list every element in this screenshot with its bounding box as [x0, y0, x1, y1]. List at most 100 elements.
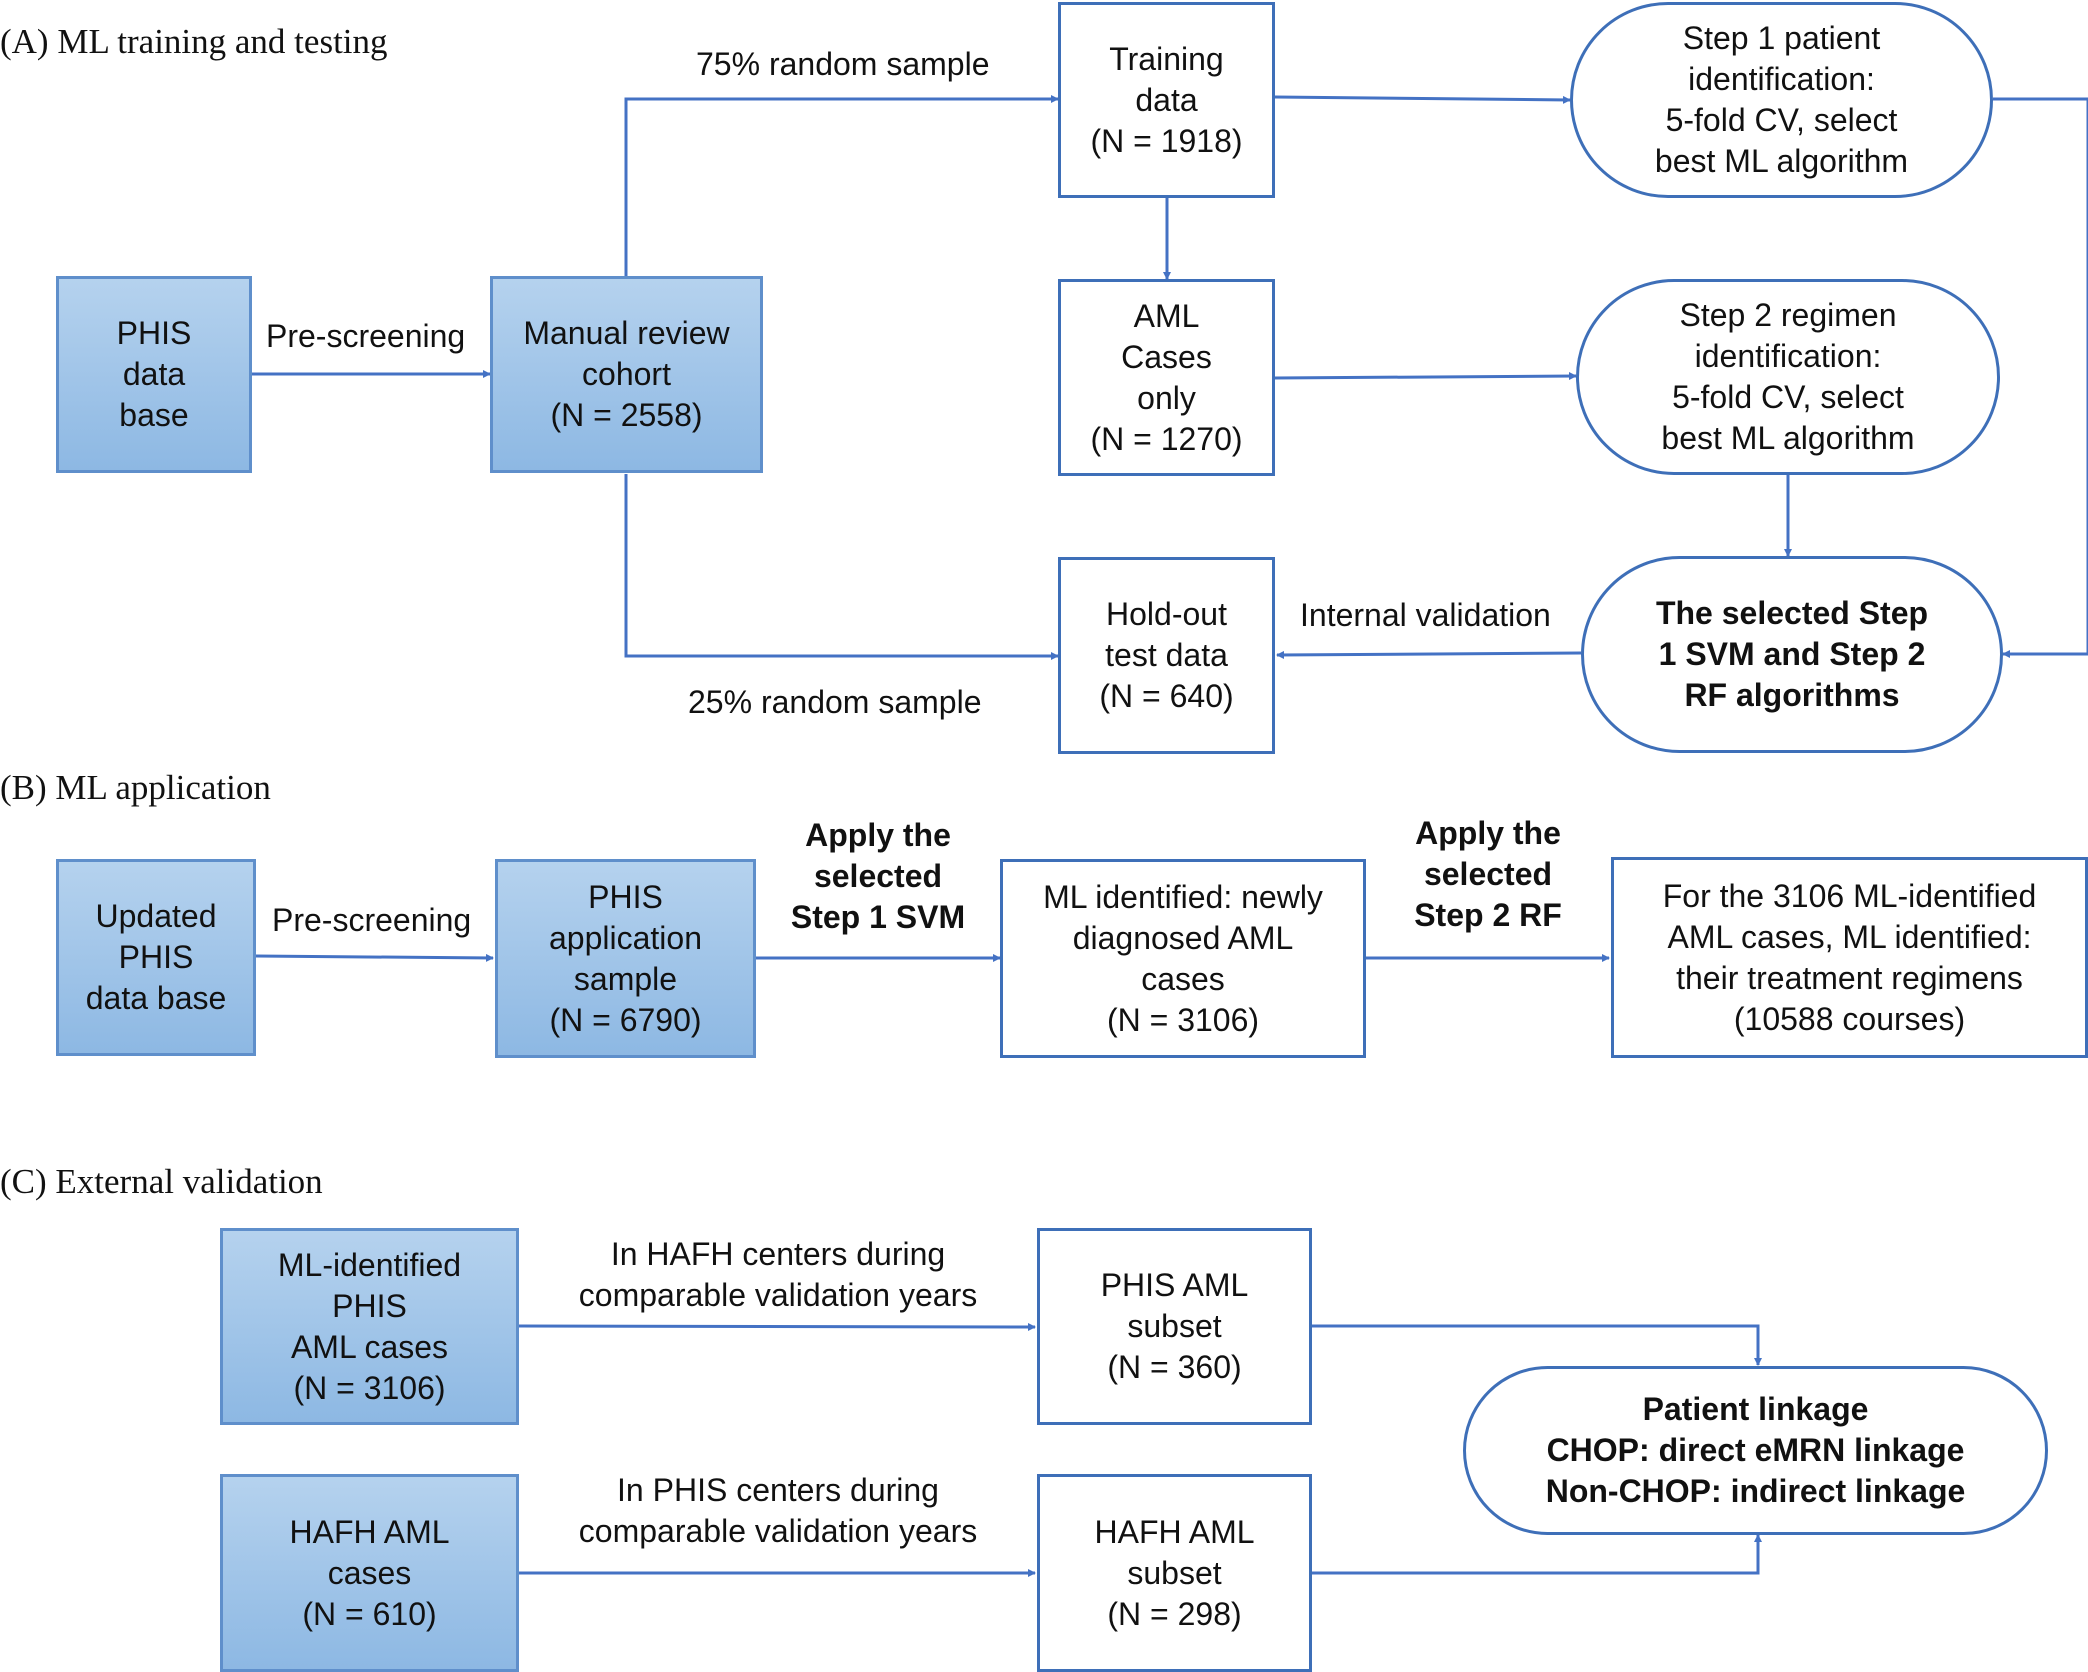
box-line: HAFH AML: [289, 1513, 450, 1550]
box-line: best ML algorithm: [1654, 143, 1909, 179]
label-line: comparable validation years: [578, 1513, 978, 1549]
box-line: PHIS: [588, 878, 663, 915]
box-line: cases: [1141, 960, 1225, 997]
box-line: identification:: [1688, 61, 1875, 97]
box-line: (N = 1270): [1090, 420, 1243, 457]
box-line: Patient linkage: [1642, 1391, 1869, 1427]
internal-validation-label: Internal validation: [1300, 597, 1551, 633]
box-line: AML cases, ML identified:: [1667, 918, 2032, 955]
box-line: PHIS AML: [1100, 1267, 1249, 1303]
box-line: (N = 640): [1099, 678, 1234, 714]
box-line: The selected Step: [1655, 595, 1929, 631]
box-line: subset: [1127, 1308, 1222, 1344]
arrow-step1-to-selected: [1993, 97, 2088, 658]
phis-centers-label: In PHIS centers during comparable valida…: [562, 1470, 994, 1552]
arrow-hafhsubset-to-linkage: [1312, 1534, 1762, 1575]
box-line: Non-CHOP: indirect linkage: [1545, 1473, 1966, 1509]
box-line: data base: [85, 980, 227, 1016]
label-line: selected: [1423, 856, 1553, 892]
apply-svm-label: Apply the selected Step 1 SVM: [786, 815, 970, 938]
box-line: AML cases: [290, 1328, 449, 1365]
box-line: Hold-out: [1106, 596, 1227, 632]
box-line: ML-identified: [277, 1246, 462, 1283]
label-line: selected: [813, 858, 943, 894]
box-line: (10588 courses): [1733, 1000, 1966, 1037]
box-line: ML identified: newly: [1043, 878, 1323, 915]
label-line: Apply the: [805, 817, 951, 853]
phis-aml-subset-box: PHIS AML subset (N = 360): [1037, 1228, 1312, 1425]
box-line: 5-fold CV, select: [1665, 102, 1898, 138]
box-line: subset: [1127, 1554, 1222, 1591]
box-line: (N = 6790): [549, 1001, 702, 1038]
box-line: base: [119, 397, 189, 433]
prescreening-label-b: Pre-screening: [272, 902, 472, 938]
label-line: In HAFH centers during: [610, 1236, 946, 1272]
section-a-heading: (A) ML training and testing: [0, 22, 388, 61]
updated-phis-database-box: Updated PHIS data base: [56, 859, 256, 1056]
training-data-box: Training data (N = 1918): [1058, 2, 1275, 198]
aml-cases-only-box: AML Cases only (N = 1270): [1058, 279, 1275, 476]
box-line: (N = 298): [1107, 1595, 1242, 1632]
box-line: cases: [327, 1554, 412, 1591]
box-line: Step 1 patient: [1682, 20, 1881, 56]
box-line: their treatment regimens: [1676, 959, 2023, 996]
box-line: Training: [1109, 40, 1224, 77]
box-line: (N = 1918): [1090, 122, 1243, 159]
box-line: (N = 3106): [1106, 1001, 1260, 1038]
box-line: best ML algorithm: [1661, 420, 1915, 456]
prescreening-label-a: Pre-screening: [266, 318, 466, 354]
box-line: data: [122, 356, 186, 392]
box-line: AML: [1133, 297, 1200, 334]
ml-identified-cases-box: ML identified: newly diagnosed AML cases…: [1000, 859, 1366, 1058]
box-line: test data: [1105, 637, 1228, 673]
section-c-heading: (C) External validation: [0, 1162, 323, 1201]
box-line: (N = 610): [302, 1595, 437, 1632]
box-line: RF algorithms: [1684, 677, 1900, 713]
box-line: PHIS: [118, 939, 194, 975]
box-line: (N = 360): [1107, 1349, 1242, 1385]
box-line: PHIS: [332, 1287, 407, 1324]
label-line: Step 2 RF: [1414, 897, 1562, 933]
box-line: HAFH AML: [1094, 1513, 1255, 1550]
box-line: Manual review: [523, 315, 730, 351]
label-line: In PHIS centers during: [617, 1472, 939, 1508]
section-b-heading: (B) ML application: [0, 768, 271, 807]
label-line: Step 1 SVM: [790, 899, 966, 935]
manual-review-cohort-box: Manual review cohort (N = 2558): [490, 276, 763, 473]
box-line: Step 2 regimen: [1679, 297, 1897, 333]
box-line: only: [1137, 379, 1196, 416]
arrow-phissubset-to-linkage: [1312, 1324, 1762, 1366]
box-line: identification:: [1694, 338, 1882, 374]
sample-75-label: 75% random sample: [696, 46, 990, 82]
holdout-test-data-box: Hold-out test data (N = 640): [1058, 557, 1275, 754]
box-line: Updated: [95, 898, 217, 934]
label-line: comparable validation years: [578, 1277, 978, 1313]
box-line: (N = 2558): [550, 397, 703, 433]
box-line: 1 SVM and Step 2: [1658, 636, 1926, 672]
arrow-review-to-holdout: [624, 474, 1059, 660]
selected-algorithms-box: The selected Step 1 SVM and Step 2 RF al…: [1581, 556, 2003, 753]
step2-regimen-identification-box: Step 2 regimen identification: 5-fold CV…: [1576, 279, 2000, 475]
box-line: application: [549, 919, 702, 956]
arrow-mlphis-to-phissubset: [518, 1322, 1036, 1331]
box-line: PHIS: [116, 315, 192, 351]
ml-identified-phis-cases-box: ML-identified PHIS AML cases (N = 3106): [220, 1228, 519, 1425]
phis-application-sample-box: PHIS application sample (N = 6790): [495, 859, 756, 1058]
arrow-aml-to-step2: [1274, 372, 1577, 381]
step1-patient-identification-box: Step 1 patient identification: 5-fold CV…: [1570, 2, 1993, 198]
box-line: Cases: [1121, 338, 1212, 375]
apply-rf-label: Apply the selected Step 2 RF: [1396, 813, 1580, 936]
hafh-aml-cases-box: HAFH AML cases (N = 610): [220, 1474, 519, 1672]
box-line: For the 3106 ML-identified: [1662, 877, 2037, 914]
arrow-review-to-training: [624, 95, 1059, 276]
box-line: CHOP: direct eMRN linkage: [1546, 1432, 1965, 1468]
hafh-aml-subset-box: HAFH AML subset (N = 298): [1037, 1474, 1312, 1672]
arrow-updated-to-app: [255, 953, 494, 962]
box-line: (N = 3106): [293, 1369, 446, 1406]
hafh-centers-label: In HAFH centers during comparable valida…: [562, 1234, 994, 1316]
box-line: sample: [573, 960, 678, 997]
patient-linkage-box: Patient linkage CHOP: direct eMRN linkag…: [1463, 1366, 2048, 1535]
box-line: data: [1135, 81, 1198, 118]
